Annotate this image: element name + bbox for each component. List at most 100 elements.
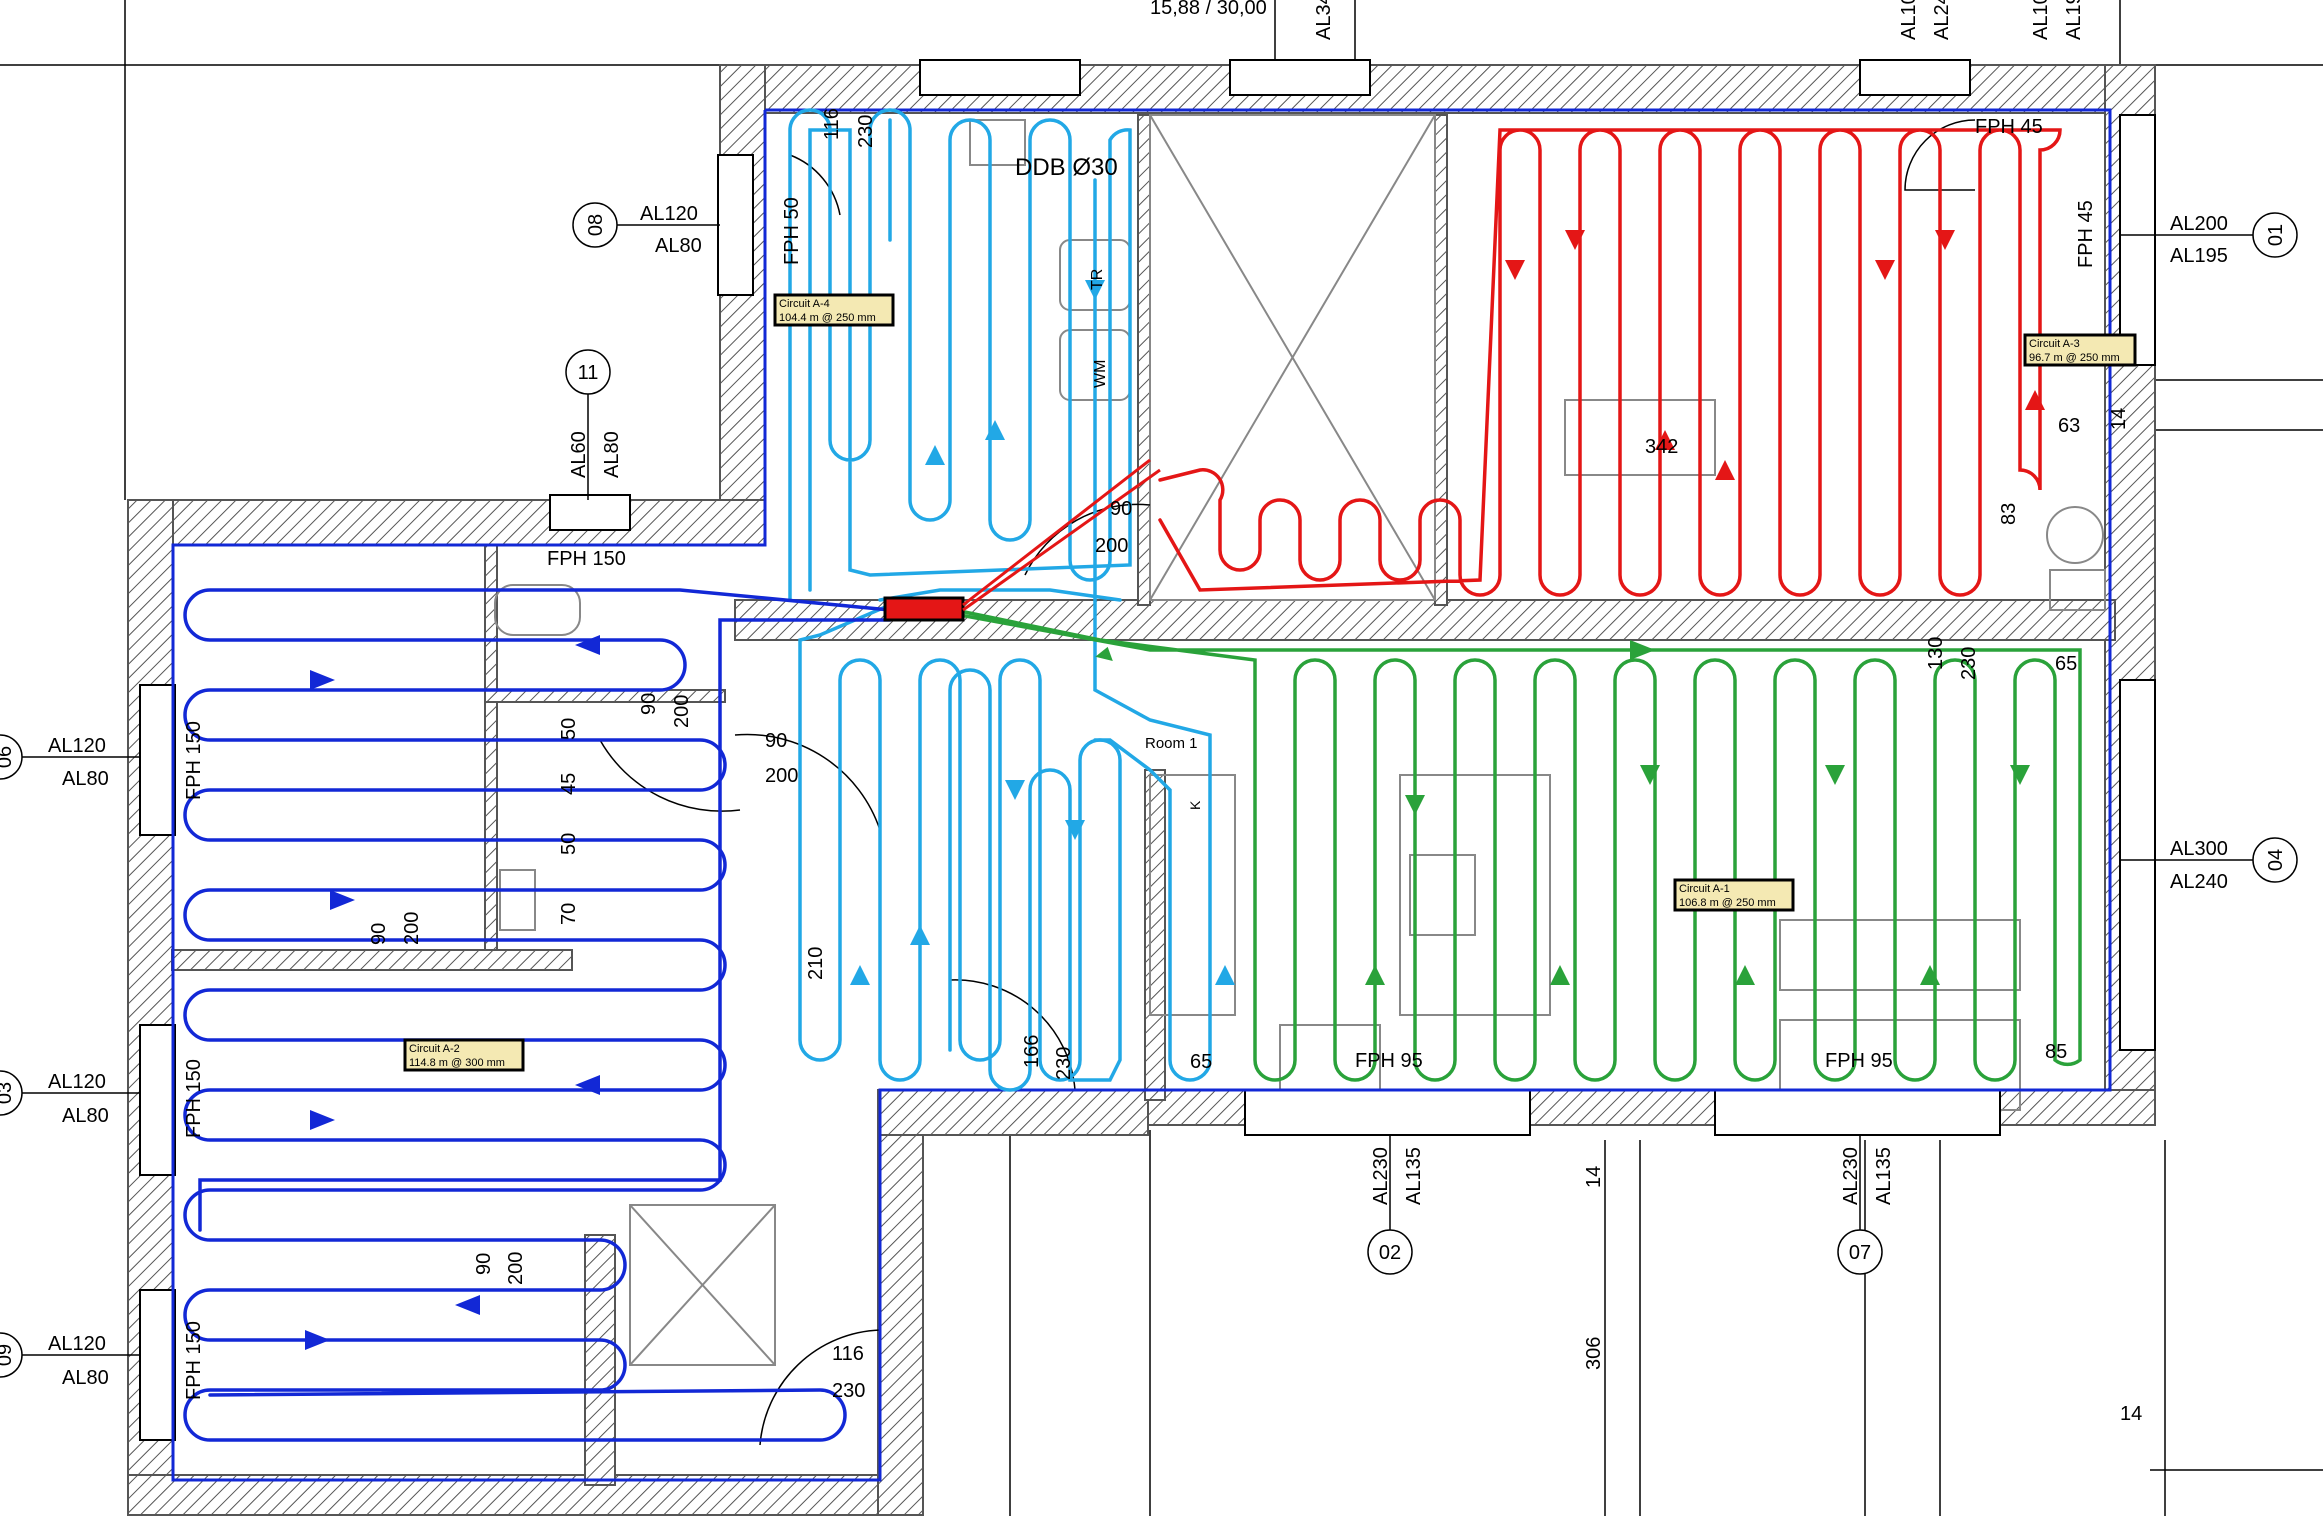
- arrow-a4-2: [985, 420, 1005, 440]
- w06-fph: FPH 150: [183, 721, 205, 800]
- grid-marker-02-text: 02: [1379, 1242, 1401, 1264]
- dim-166: 166: [1021, 1035, 1043, 1068]
- circuit-a1-spec: 106.8 m @ 250 mm: [1679, 897, 1776, 909]
- dim-306: 306: [1583, 1337, 1605, 1370]
- circuit-a3-spec: 96.7 m @ 250 mm: [2029, 352, 2120, 364]
- w09-b: AL80: [62, 1367, 109, 1389]
- w01-a: AL200: [2170, 213, 2228, 235]
- dim-90-e: 90: [473, 1253, 495, 1275]
- dim-116-bot: 116: [832, 1343, 864, 1365]
- fixtures: [494, 114, 2106, 1366]
- arrow-a2-2: [575, 635, 600, 655]
- dim-90-a: 90: [1110, 498, 1132, 520]
- dim-63: 63: [2058, 415, 2080, 437]
- arrow-a3-1: [1505, 260, 1525, 280]
- arrow-a1-10: [1095, 646, 1113, 661]
- dim-45: 45: [558, 773, 580, 795]
- arrow-a4-6: [850, 965, 870, 985]
- circuit-a2-name: Circuit A-2: [409, 1043, 460, 1055]
- tr-label: TR: [1089, 269, 1106, 290]
- arrow-a1-7: [1735, 965, 1755, 985]
- arrow-a2-7: [305, 1330, 330, 1350]
- circuit-a2-spec: 114.8 m @ 300 mm: [409, 1057, 505, 1069]
- w08-b: AL80: [655, 235, 702, 257]
- top-al-2: AL10: [1898, 0, 1920, 40]
- arrow-a3-5: [1655, 430, 1675, 450]
- dim-14-a: 14: [2108, 408, 2130, 430]
- arrow-a1-1: [1405, 795, 1425, 815]
- grid-marker-09-text: 09: [0, 1344, 16, 1366]
- dim-65-a: 65: [1190, 1051, 1212, 1073]
- grid-markers: [0, 202, 2298, 1378]
- ddb-label: DDB Ø30: [1015, 154, 1118, 181]
- w11-b: AL80: [601, 431, 623, 478]
- w08-a: AL120: [640, 203, 698, 225]
- grid-marker-04-text: 04: [2265, 849, 2287, 871]
- manifold: [883, 458, 1161, 622]
- arrow-a1-5: [1365, 965, 1385, 985]
- arrow-a2-3: [330, 890, 355, 910]
- dim-83: 83: [1998, 503, 2020, 525]
- top-al-1: AL34: [1313, 0, 1335, 40]
- w06-a: AL120: [48, 735, 106, 757]
- grid-marker-03-text: 03: [0, 1082, 16, 1104]
- grid-marker-labels: 01 04 08 11 06 03 09 02 07: [0, 214, 2287, 1366]
- dim-50-a: 50: [558, 718, 580, 740]
- arrow-a2-1: [310, 670, 335, 690]
- arrow-a1-4: [2010, 765, 2030, 785]
- circuit-a1-pipe: [953, 608, 2082, 1082]
- dim-200-c: 200: [765, 765, 798, 787]
- arrow-a1-6: [1550, 965, 1570, 985]
- window-labels: AL200 AL195 FPH 45 AL300 AL240 AL120 AL8…: [48, 116, 2228, 1400]
- w11-a: AL60: [568, 431, 590, 478]
- arrow-a2-6: [455, 1295, 480, 1315]
- circuit-a4-tag: Circuit A-4 104.4 m @ 250 mm: [773, 293, 895, 327]
- dim-65-b: 65: [2055, 653, 2077, 675]
- grid-marker-07-text: 07: [1849, 1242, 1871, 1264]
- circuit-a4-pipe: [788, 108, 1132, 602]
- circuit-a3-name: Circuit A-3: [2029, 338, 2080, 350]
- circuit-a2-tag: Circuit A-2 114.8 m @ 300 mm: [403, 1038, 525, 1072]
- w07-a: AL230: [1840, 1147, 1862, 1205]
- dim-90-d: 90: [368, 923, 390, 945]
- top-fph: FPH 45: [1975, 116, 2043, 138]
- arrow-a1-9: [1630, 640, 1655, 660]
- dim-85: 85: [2045, 1041, 2067, 1063]
- grid-marker-11-text: 11: [578, 362, 599, 384]
- arrow-a2-4: [575, 1075, 600, 1095]
- dim-200-d: 200: [401, 912, 423, 945]
- w04-b: AL240: [2170, 871, 2228, 893]
- w01-fph: FPH 45: [2075, 200, 2097, 268]
- w01-b: AL195: [2170, 245, 2228, 267]
- dim-90-c: 90: [765, 730, 787, 752]
- circuit-a4-name: Circuit A-4: [779, 298, 830, 310]
- w03-fph: FPH 150: [183, 1059, 205, 1138]
- dim-116-top: 116: [821, 108, 843, 140]
- w03-a: AL120: [48, 1071, 106, 1093]
- dim-200-e: 200: [505, 1252, 527, 1285]
- top-al-3: AL24: [1931, 0, 1953, 40]
- arrow-a3-6: [1715, 460, 1735, 480]
- w04-a: AL300: [2170, 838, 2228, 860]
- dim-130: 130: [1925, 637, 1947, 670]
- dim-200-a: 200: [1095, 535, 1128, 557]
- dim-14-c: 14: [2120, 1403, 2142, 1425]
- top-al-5: AL19: [2063, 0, 2085, 40]
- flow-arrows: [305, 230, 2045, 1350]
- w08-fph: FPH 50: [781, 197, 803, 265]
- arrow-a4-4: [1005, 780, 1025, 800]
- circuit-a2-pipe: [183, 588, 892, 1442]
- w11-fph: FPH 150: [547, 548, 626, 570]
- dim-230-b: 230: [1053, 1047, 1075, 1080]
- heating-zone-outline: [171, 108, 2112, 1482]
- arrow-a4-8: [1215, 965, 1235, 985]
- grid-marker-08-text: 08: [585, 214, 607, 236]
- arrow-a1-3: [1825, 765, 1845, 785]
- arrow-a4-3: [1085, 280, 1105, 300]
- windows: [139, 59, 2156, 1441]
- dim-200-b: 200: [671, 695, 693, 728]
- k-label: K: [1187, 800, 1203, 810]
- w02-fph: FPH 95: [1355, 1050, 1423, 1072]
- arrow-a4-1: [925, 445, 945, 465]
